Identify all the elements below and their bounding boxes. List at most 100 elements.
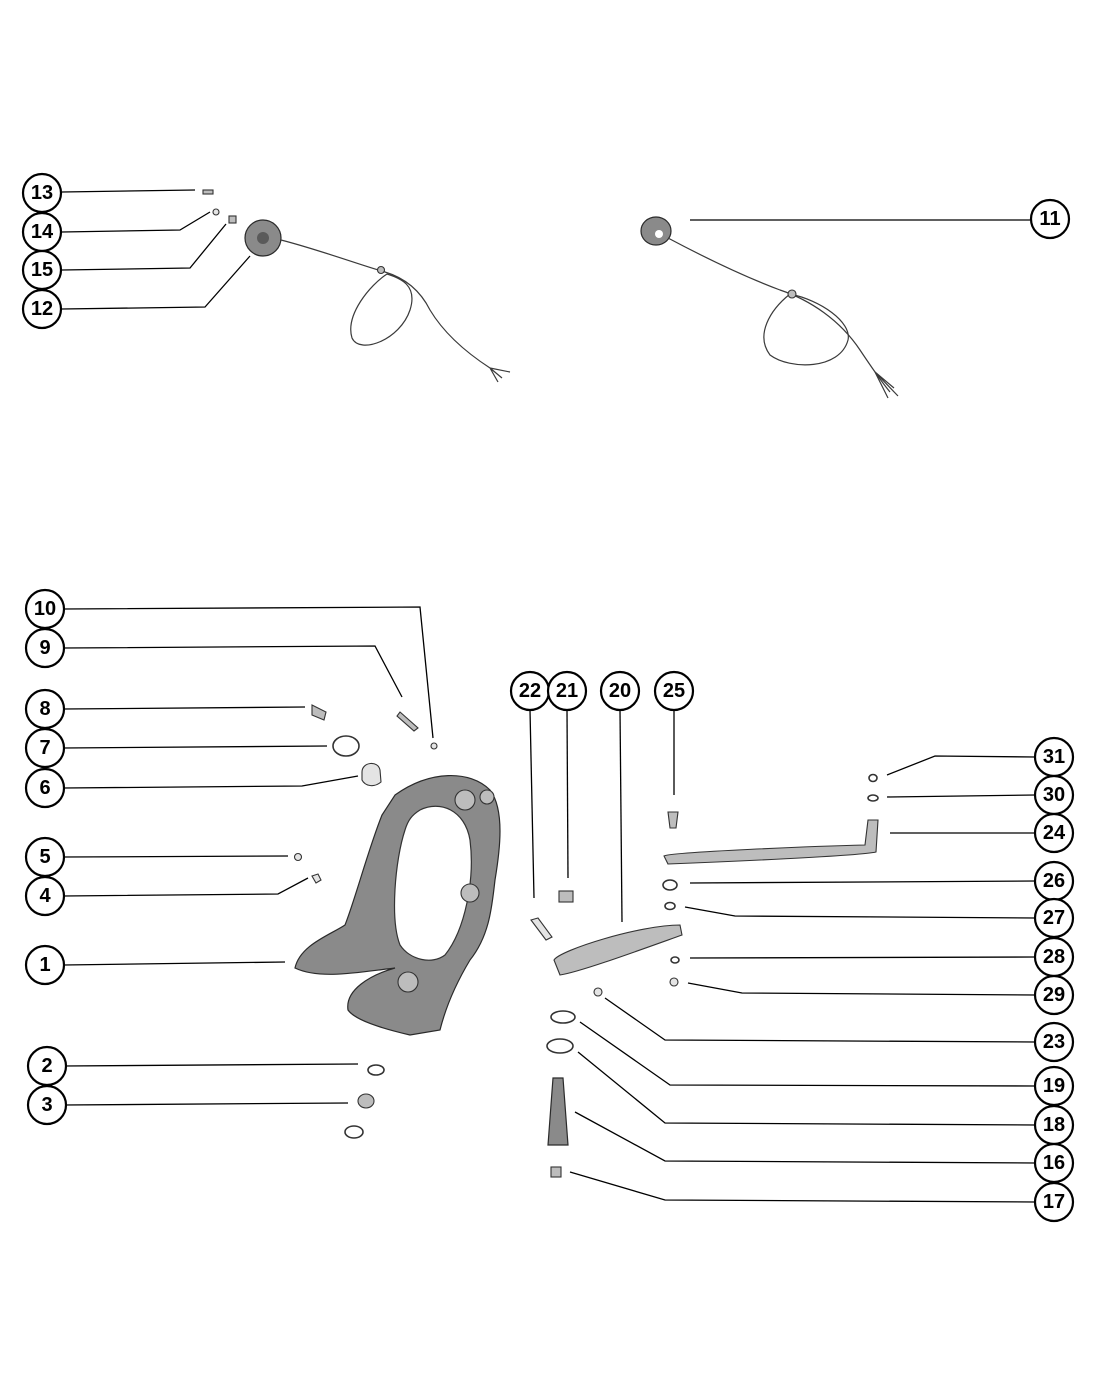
leader-7 [63, 745, 328, 749]
callout-7-label: 7 [39, 737, 50, 759]
bolt-9 [396, 711, 419, 732]
callout-2: 2 [26, 1045, 68, 1087]
leader-10 [63, 606, 434, 739]
callout-12: 12 [21, 288, 63, 330]
callout-25-label: 25 [663, 680, 685, 702]
callout-22-label: 22 [519, 680, 541, 702]
callout-16: 16 [1033, 1142, 1075, 1184]
callout-7-circle [24, 727, 66, 769]
leader-14 [61, 211, 211, 233]
nut-15 [228, 215, 237, 224]
leader-6 [63, 775, 359, 789]
leader-20 [619, 709, 623, 923]
leader-26 [689, 880, 1036, 884]
washer-10 [430, 742, 438, 750]
callout-20: 20 [599, 670, 641, 712]
callout-3-label: 3 [41, 1094, 52, 1116]
fitting-8 [311, 704, 327, 721]
sender-unit-11 [640, 216, 672, 246]
nut-17 [550, 1166, 562, 1178]
callout-13: 13 [21, 172, 63, 214]
leader-8 [63, 706, 306, 710]
callout-25: 25 [653, 670, 695, 712]
nut-23 [593, 987, 603, 997]
callout-3: 3 [26, 1084, 68, 1126]
leader-23 [604, 997, 1036, 1043]
callout-10-label: 10 [34, 598, 56, 620]
callout-2-label: 2 [41, 1055, 52, 1077]
callout-6-circle [24, 767, 66, 809]
callout-12-circle [21, 288, 63, 330]
leader-9 [63, 645, 403, 698]
callout-28-label: 28 [1043, 946, 1065, 968]
leader-4 [63, 877, 309, 897]
callout-1-label: 1 [39, 954, 50, 976]
sender-assembly-left [202, 189, 511, 383]
seal-7 [332, 735, 360, 757]
bracket-boss-side [460, 883, 480, 903]
callout-6-label: 6 [39, 777, 50, 799]
nut-29 [669, 977, 679, 987]
washer-18 [546, 1038, 574, 1054]
leader-12 [61, 255, 251, 310]
washer-19 [550, 1010, 576, 1024]
wire-right-main [667, 237, 891, 393]
callout-4: 4 [24, 875, 66, 917]
oring-3b [344, 1125, 364, 1139]
steering-arm-20 [553, 924, 683, 976]
leader-22 [529, 709, 535, 899]
wire-right-ends [874, 371, 899, 399]
callout-18: 18 [1033, 1104, 1075, 1146]
sender-unit-11-center [655, 230, 663, 238]
wire-left-main [280, 239, 491, 369]
wire-left-clip [376, 265, 386, 275]
callout-19-label: 19 [1043, 1075, 1065, 1097]
callout-11-circle [1029, 198, 1071, 240]
washer-26 [662, 879, 678, 891]
callout-17-circle [1033, 1181, 1075, 1223]
washer-28 [670, 956, 680, 964]
bolt-22 [530, 917, 553, 941]
callout-5: 5 [24, 836, 66, 878]
callout-29-label: 29 [1043, 984, 1065, 1006]
bolt-25 [667, 811, 679, 829]
callout-20-label: 20 [609, 680, 631, 702]
callout-14: 14 [21, 211, 63, 253]
callout-28: 28 [1033, 936, 1075, 978]
nut-5 [293, 852, 303, 862]
callout-23-label: 23 [1043, 1031, 1065, 1053]
callout-20-circle [599, 670, 641, 712]
callout-14-label: 14 [31, 221, 54, 243]
callout-23-circle [1033, 1021, 1075, 1063]
callout-5-label: 5 [39, 846, 50, 868]
callout-4-label: 4 [39, 885, 51, 907]
callout-11-label: 11 [1039, 208, 1060, 230]
callout-29-circle [1033, 974, 1075, 1016]
callout-23: 23 [1033, 1021, 1075, 1063]
callout-16-label: 16 [1043, 1152, 1065, 1174]
wire-left-ends [489, 367, 511, 383]
callout-9: 9 [24, 627, 66, 669]
leader-5 [63, 855, 289, 858]
callout-17: 17 [1033, 1181, 1075, 1223]
callout-31-label: 31 [1043, 746, 1065, 768]
callout-27: 27 [1033, 897, 1075, 939]
swivel-bracket-assembly [293, 704, 501, 1139]
washer-30 [867, 794, 879, 802]
leader-27 [684, 906, 1036, 919]
sender-assembly-right [640, 216, 899, 399]
callout-21: 21 [546, 670, 588, 712]
bushing-3 [357, 1093, 375, 1109]
link-rod-24 [663, 819, 879, 865]
bracket-boss-top-small [479, 789, 495, 805]
nut-21 [558, 890, 574, 903]
callout-6: 6 [24, 767, 66, 809]
callout-25-circle [653, 670, 695, 712]
bracket-boss-top [454, 789, 476, 811]
washer-27 [664, 901, 676, 911]
swivel-bracket-opening [393, 805, 472, 961]
oring-2 [367, 1064, 385, 1076]
callout-4-circle [24, 875, 66, 917]
bushing-6 [361, 762, 382, 787]
callout-27-label: 27 [1043, 907, 1065, 929]
